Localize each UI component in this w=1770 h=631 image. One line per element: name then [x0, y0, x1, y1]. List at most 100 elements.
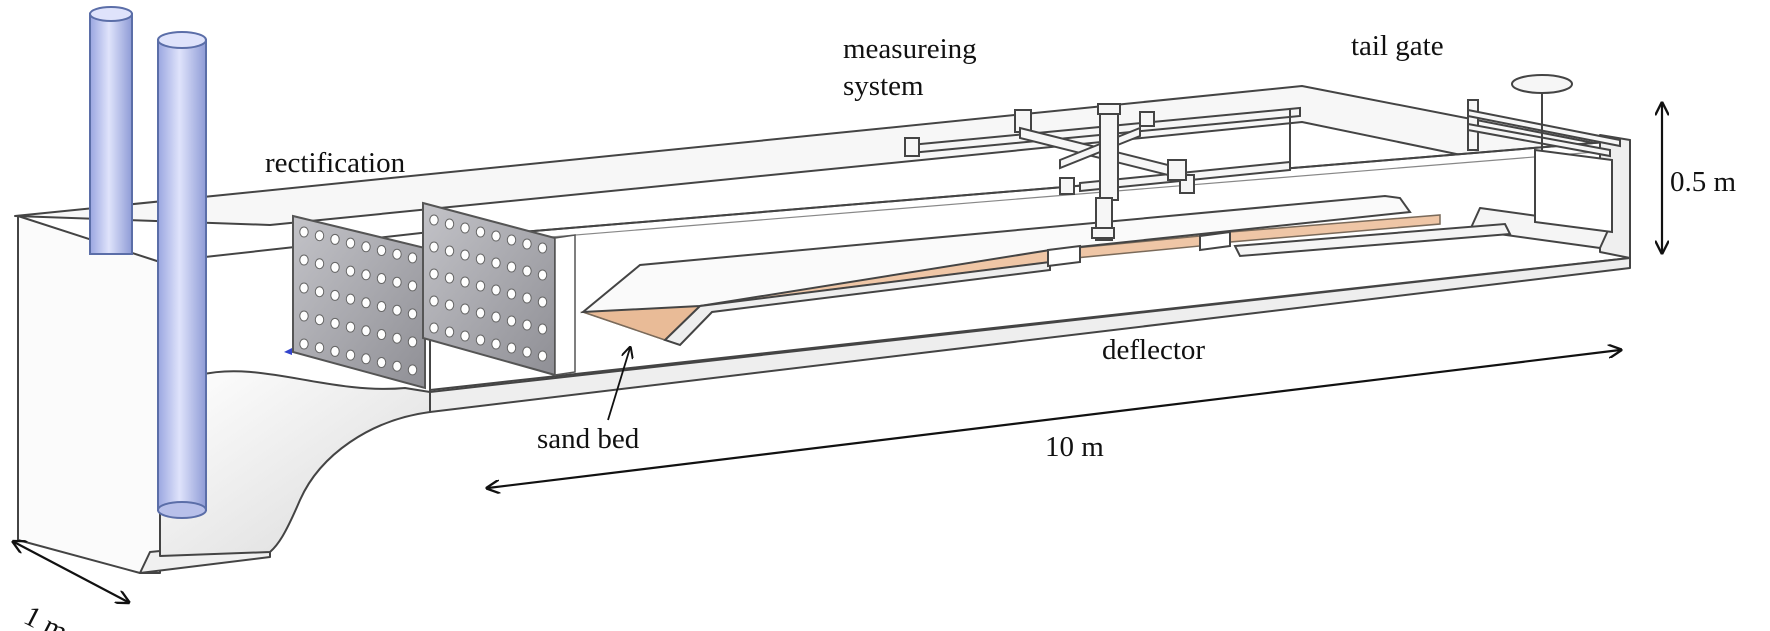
measuring-system	[904, 103, 1301, 241]
rectification-plate-1	[292, 214, 426, 390]
measuring-label-line2: system	[843, 70, 924, 102]
perforation-hole	[314, 286, 325, 298]
perforation-hole	[522, 238, 532, 250]
perforation-hole	[475, 307, 486, 319]
rectification-label: rectification	[265, 147, 406, 179]
perforation-hole	[392, 332, 402, 344]
tail-gate-label: tail gate	[1351, 30, 1444, 62]
perforation-hole	[314, 230, 325, 242]
height-label: 0.5 m	[1670, 166, 1737, 198]
perforation-hole	[491, 338, 501, 350]
perforation-hole	[361, 269, 371, 281]
tail-gate-wheel	[1511, 74, 1573, 94]
perforation-hole	[506, 288, 517, 300]
inlet-pipe-2	[157, 31, 207, 519]
perforation-hole	[330, 317, 340, 329]
width-arrow	[14, 542, 128, 602]
perforation-hole	[475, 334, 486, 346]
perforation-hole	[392, 360, 402, 372]
deflector-label: deflector	[1102, 334, 1205, 366]
perforation-hole	[491, 230, 501, 242]
measuring-label-line1: measureing	[843, 33, 977, 65]
perforation-hole	[444, 299, 455, 311]
perforation-hole	[361, 241, 371, 253]
sand-bed-pointer	[607, 348, 630, 421]
width-label: 1 m	[19, 600, 73, 631]
perforation-hole	[330, 261, 340, 273]
perforation-hole	[361, 353, 371, 365]
perforation-hole	[345, 293, 356, 305]
perforation-hole	[299, 282, 309, 294]
inlet-pipe-1	[89, 6, 133, 255]
perforation-hole	[345, 265, 356, 277]
perforation-hole	[537, 350, 548, 362]
perforation-hole	[460, 303, 470, 315]
perforation-hole	[407, 308, 418, 320]
carriage-post	[1099, 109, 1119, 201]
perforation-hole	[345, 349, 356, 361]
perforation-hole	[392, 276, 402, 288]
perforation-hole	[506, 234, 517, 246]
perforation-hole	[299, 226, 309, 238]
perforation-hole	[460, 330, 470, 342]
perforation-hole	[330, 289, 340, 301]
perforation-hole	[299, 310, 309, 322]
perforation-hole	[429, 241, 439, 253]
perforation-hole	[299, 254, 309, 266]
perforation-hole	[299, 338, 309, 350]
perforation-hole	[330, 233, 340, 245]
perforation-hole	[522, 265, 532, 277]
length-label: 10 m	[1045, 431, 1104, 463]
perforation-hole	[444, 272, 455, 284]
perforation-hole	[376, 357, 387, 368]
perforation-hole	[392, 304, 402, 316]
length-arrow	[488, 350, 1620, 488]
perforation-hole	[314, 314, 325, 326]
perforation-hole	[376, 301, 387, 312]
perforation-hole	[460, 276, 470, 288]
perforation-hole	[345, 321, 356, 333]
perforation-hole	[460, 222, 470, 234]
perforation-hole	[475, 226, 486, 238]
perforation-hole	[314, 342, 325, 354]
perforation-hole	[429, 295, 439, 307]
perforation-hole	[522, 346, 532, 358]
rectification-plate-2	[422, 201, 556, 377]
perforation-hole	[537, 296, 548, 308]
perforation-hole	[376, 329, 387, 340]
perforation-hole	[506, 261, 517, 273]
perforation-hole	[475, 253, 486, 265]
perforation-hole	[361, 297, 371, 309]
perforation-hole	[407, 364, 418, 376]
perforation-hole	[444, 245, 455, 257]
perforation-hole	[345, 237, 356, 249]
perforation-hole	[429, 268, 439, 280]
perforation-hole	[537, 323, 548, 335]
perforation-hole	[522, 292, 532, 304]
flow-mark-icon	[284, 348, 292, 355]
flume-body	[14, 85, 1631, 574]
perforation-hole	[506, 342, 517, 354]
perforation-hole	[491, 284, 501, 296]
perforation-hole	[491, 257, 501, 269]
perforation-hole	[407, 280, 418, 292]
inlet-tank	[17, 215, 161, 574]
perforation-hole	[376, 273, 387, 284]
deflector-walls	[580, 194, 1512, 347]
perforation-hole	[475, 280, 486, 292]
perforation-hole	[376, 245, 387, 256]
perforation-hole	[429, 322, 439, 334]
perforation-hole	[537, 242, 548, 254]
perforation-hole	[392, 248, 402, 260]
perforation-hole	[330, 345, 340, 357]
perforation-hole	[361, 325, 371, 337]
perforation-hole	[444, 218, 455, 230]
perforation-hole	[407, 336, 418, 348]
perforation-hole	[460, 249, 470, 261]
tail-gate	[1467, 74, 1621, 234]
perforation-hole	[506, 315, 517, 327]
perforation-hole	[491, 311, 501, 323]
perforation-hole	[407, 252, 418, 264]
perforation-hole	[444, 326, 455, 338]
